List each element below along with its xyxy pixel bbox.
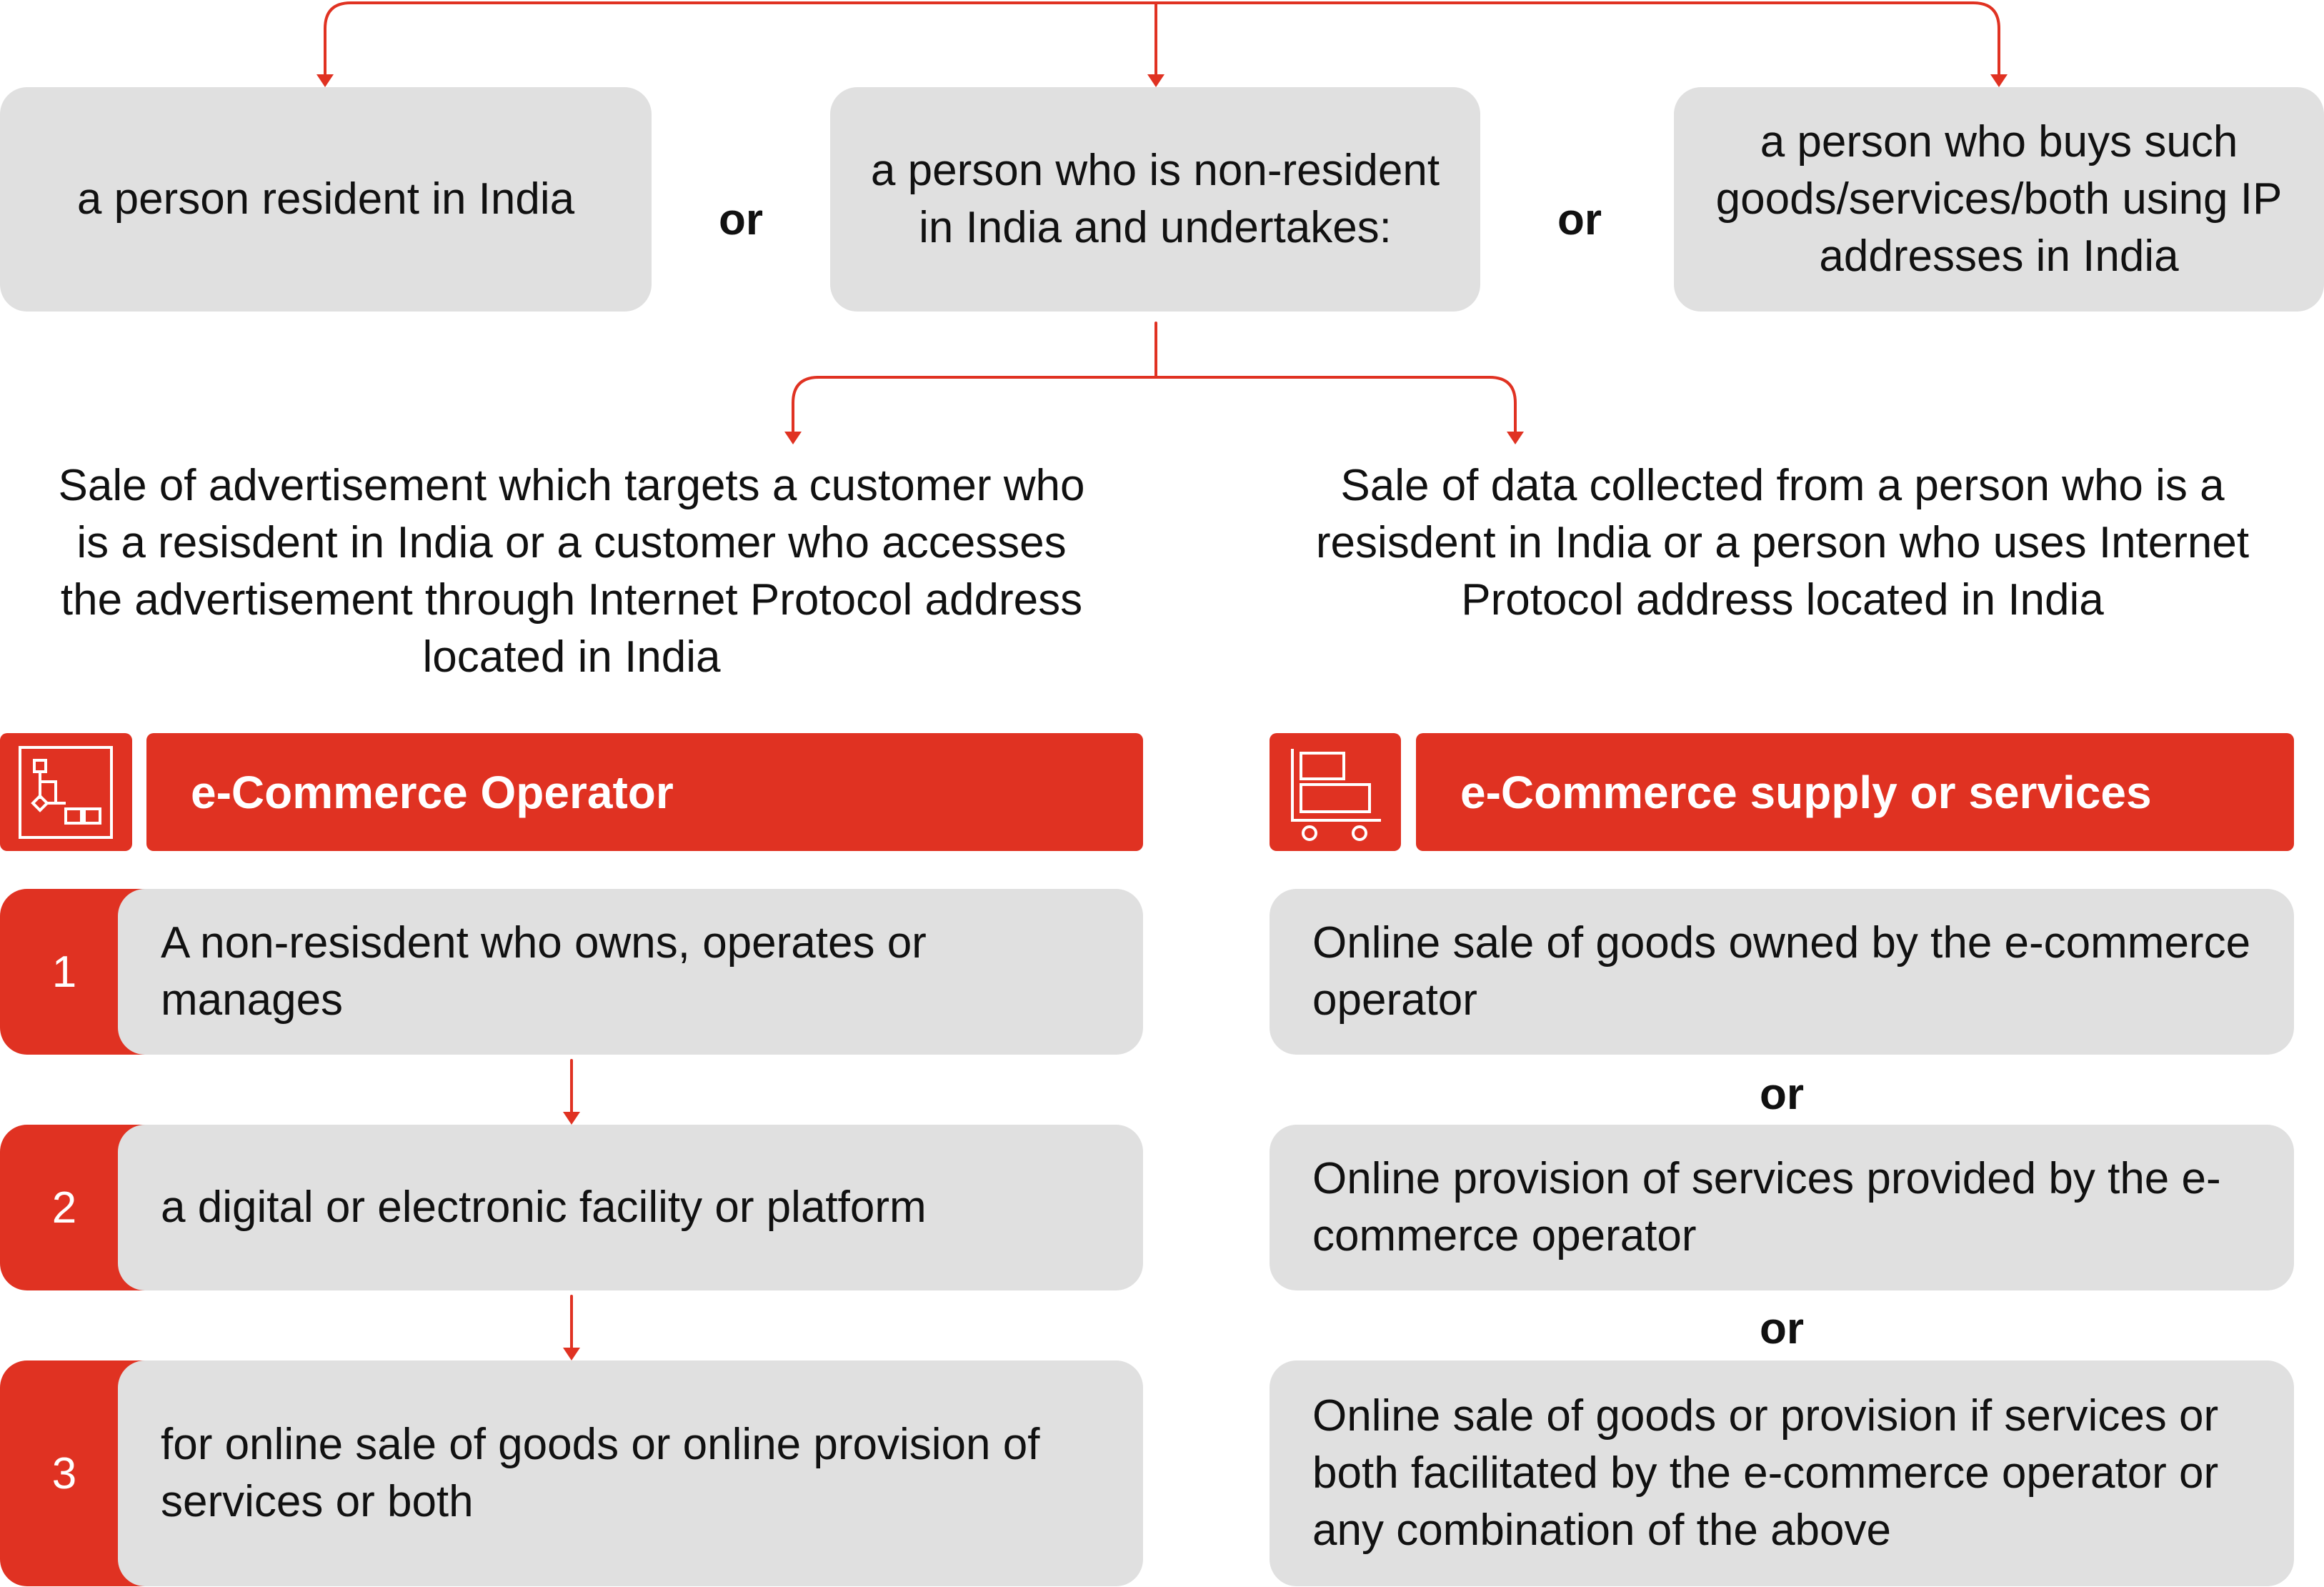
step-text: A non-resisdent who owns, operates or ma… — [161, 918, 927, 1025]
supply-header: e-Commerce supply or services — [1416, 733, 2294, 851]
supply-icon-tile — [1270, 733, 1401, 851]
top-connector — [324, 1, 2000, 81]
step-number: 1 — [51, 947, 77, 997]
arrowhead-mid-left — [784, 432, 802, 444]
supply-option-text: Online sale of goods or provision if ser… — [1312, 1391, 2219, 1555]
step-text: for online sale of goods or online provi… — [161, 1420, 1040, 1526]
supply-option-1: Online sale of goods owned by the e-comm… — [1270, 889, 2294, 1055]
step-text: a digital or electronic facility or plat… — [161, 1183, 927, 1232]
box-non-resident-text: a person who is non-resident in India an… — [870, 146, 1440, 252]
operator-header: e-Commerce Operator — [146, 733, 1143, 851]
arrowhead-center — [1147, 74, 1165, 87]
supply-option-text: Online sale of goods owned by the e-comm… — [1312, 918, 2251, 1025]
supply-option-2: Online provision of services provided by… — [1270, 1125, 2294, 1290]
advertisement-description: Sale of advertisement which targets a cu… — [58, 461, 1085, 682]
or-label-2: or — [1557, 195, 1602, 244]
operator-step-3: 3 for online sale of goods or online pro… — [0, 1360, 1143, 1586]
middle-left-connector — [792, 376, 820, 439]
supply-option-text: Online provision of services provided by… — [1312, 1154, 2221, 1260]
cart-icon — [1291, 749, 1381, 841]
or-label-4: or — [1760, 1304, 1804, 1353]
supply-option-3: Online sale of goods or provision if ser… — [1270, 1360, 2294, 1586]
step-box: a digital or electronic facility or plat… — [118, 1125, 1143, 1290]
arrowhead-step2 — [563, 1112, 580, 1125]
arrowhead-mid-right — [1507, 432, 1524, 444]
arrowhead-right — [1990, 74, 2008, 87]
or-label-1: or — [719, 195, 763, 244]
step-box: for online sale of goods or online provi… — [118, 1360, 1143, 1586]
data-description: Sale of data collected from a person who… — [1315, 461, 2250, 625]
operator-title: e-Commerce Operator — [191, 766, 674, 818]
operator-icon-tile — [0, 733, 132, 851]
operator-step-2: 2 a digital or electronic facility or pl… — [0, 1125, 1143, 1290]
box-non-resident: a person who is non-resident in India an… — [830, 87, 1480, 312]
box-ip-buyer: a person who buys such goods/services/bo… — [1674, 87, 2324, 312]
supply-title: e-Commerce supply or services — [1460, 766, 2152, 818]
flowchart-icon — [19, 746, 113, 839]
box-resident-text: a person resident in India — [76, 174, 575, 224]
middle-connector — [817, 322, 1491, 379]
arrowhead-step3 — [563, 1348, 580, 1360]
or-label-3: or — [1760, 1070, 1804, 1119]
step-number: 2 — [51, 1183, 77, 1233]
operator-step-1: 1 A non-resisdent who owns, operates or … — [0, 889, 1143, 1055]
middle-right-connector — [1488, 376, 1517, 439]
step-box: A non-resisdent who owns, operates or ma… — [118, 889, 1143, 1055]
step-number: 3 — [51, 1448, 77, 1498]
arrowhead-left — [316, 74, 334, 87]
box-resident: a person resident in India — [0, 87, 652, 312]
box-ip-buyer-text: a person who buys such goods/services/bo… — [1715, 117, 2283, 281]
